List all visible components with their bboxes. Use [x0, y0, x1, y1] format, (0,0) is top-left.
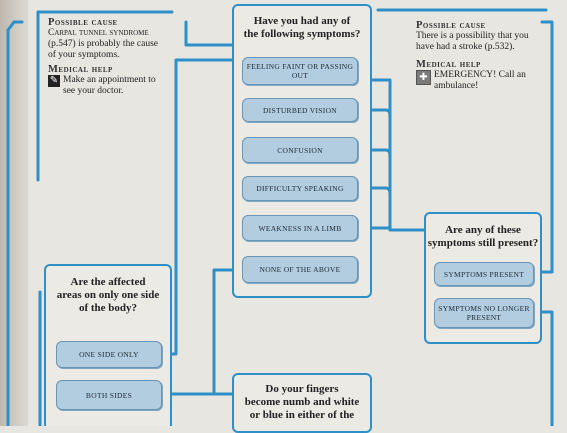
one-side-line3: of the body? [78, 302, 138, 314]
right-help-line1: EMERGENCY! Call an [434, 70, 526, 80]
option-symptoms-present[interactable]: Symptoms present [434, 262, 534, 286]
option-symptoms-no-longer-present[interactable]: Symptoms no longer present [434, 298, 534, 328]
page-gutter [0, 0, 28, 426]
left-help-line1: Make an appointment to [63, 75, 156, 85]
left-cause-heading: Possible cause [48, 17, 118, 28]
right-help-line2: ambulance! [434, 81, 479, 91]
left-cause-line3: of your symptoms. [48, 50, 120, 60]
fingers-line3: or blue in either of the [249, 409, 355, 421]
gutter-top-connector [6, 20, 24, 32]
right-help-heading: Medical help [416, 59, 481, 70]
option-confusion[interactable]: Confusion [242, 137, 358, 163]
left-result-panel: Possible cause Carpal tunnel syndrome (p… [48, 17, 178, 97]
fingers-line1: Do your fingers [265, 383, 339, 395]
fingers-line2: become numb and white [244, 396, 360, 408]
symptoms-question-line2: the following symptoms? [243, 28, 361, 40]
emergency-icon: ✚ [416, 70, 431, 85]
right-cause-line2: have had a stroke (p.532). [416, 42, 515, 52]
right-result-panel: Possible cause There is a possibility th… [416, 20, 561, 92]
symptoms-question-line1: Have you had any of [253, 15, 351, 27]
option-disturbed-vision[interactable]: Disturbed vision [242, 98, 358, 122]
right-cause-heading: Possible cause [416, 20, 486, 31]
option-feeling-faint[interactable]: Feeling faint or passing out [242, 57, 358, 85]
center-to-left-connector [184, 20, 234, 47]
present-to-right-connector [532, 20, 554, 274]
left-help-heading: Medical help [48, 64, 113, 75]
left-cause-line2: (p.547) is probably the cause [48, 39, 159, 49]
option-one-side-only[interactable]: One side only [56, 341, 162, 368]
option-both-sides[interactable]: Both sides [56, 380, 162, 410]
still-present-line1: Are any of these [445, 224, 521, 236]
left-cause-line1: Carpal tunnel syndrome [48, 28, 149, 38]
fingers-question-box: Do your fingers become numb and white or… [232, 373, 372, 433]
left-help-line2: see your doctor. [63, 86, 124, 96]
option-weakness-limb[interactable]: Weakness in a limb [242, 215, 358, 241]
still-present-line2: symptoms still present? [427, 237, 539, 249]
doctor-icon: ✎ [48, 75, 60, 87]
one-side-line1: Are the affected [70, 276, 146, 288]
one-side-line2: areas on only one side [56, 289, 160, 301]
right-cause-line1: There is a possibility that you [416, 31, 529, 41]
one-side-connector [160, 58, 234, 356]
option-none-above[interactable]: None of the above [242, 256, 358, 283]
option-difficulty-speaking[interactable]: Difficulty speaking [242, 176, 358, 201]
